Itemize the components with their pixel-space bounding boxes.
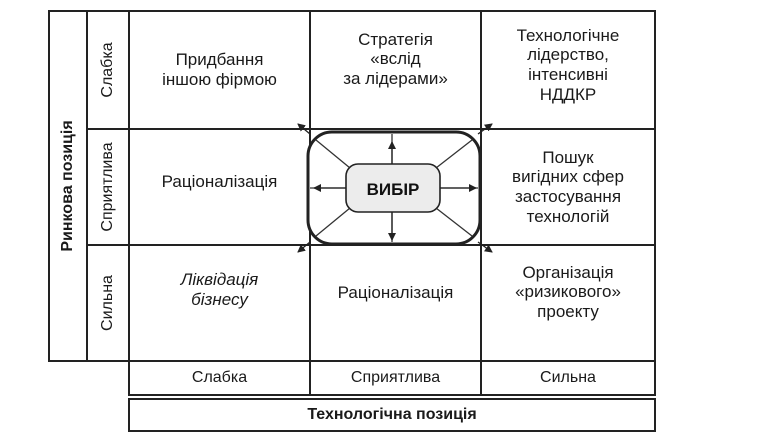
- row-label-favorable: Сприятлива: [88, 130, 128, 246]
- technology-position-axis-label: Технологічна позиція: [128, 398, 656, 432]
- cell-strong-weak: Ліквідація бізнесу: [130, 246, 311, 360]
- cell-strong-favorable: Раціоналізація: [311, 246, 482, 360]
- cell-favorable-strong: Пошук вигідних сфер застосування техноло…: [482, 130, 654, 246]
- connector-bottom-left: [315, 207, 351, 237]
- choice-label: ВИБІР: [367, 180, 420, 199]
- arrow-top-right: [477, 123, 493, 135]
- cell-strong-strong: Організація «ризикового» проекту: [515, 262, 621, 321]
- technology-position-text: Технологічна позиція: [307, 406, 477, 423]
- column-label-favorable: Сприятлива: [311, 362, 482, 394]
- connector-top-left: [315, 139, 351, 169]
- column-labels: Слабка Сприятлива Сильна: [128, 360, 656, 396]
- choice-inner-box: [345, 163, 441, 213]
- row-label-weak: Слабка: [88, 12, 128, 130]
- arrow-bottom-right: [477, 241, 493, 253]
- arrow-top-left: [297, 123, 311, 135]
- cell-weak-strong: Технологічне лідерство, інтенсивні НДДКР: [482, 12, 654, 130]
- cell-weak-favorable: Стратегія «вслід за лідерами»: [311, 12, 482, 130]
- connector-bottom-right: [435, 207, 473, 237]
- column-label-strong: Сильна: [540, 369, 596, 386]
- connector-top-right: [435, 139, 473, 169]
- cell-weak-weak: Придбання іншою фірмою: [130, 12, 311, 130]
- column-label-weak: Слабка: [130, 362, 311, 394]
- arrow-bottom-left: [297, 241, 311, 253]
- strategy-matrix: Придбання іншою фірмою Стратегія «вслід …: [128, 10, 656, 362]
